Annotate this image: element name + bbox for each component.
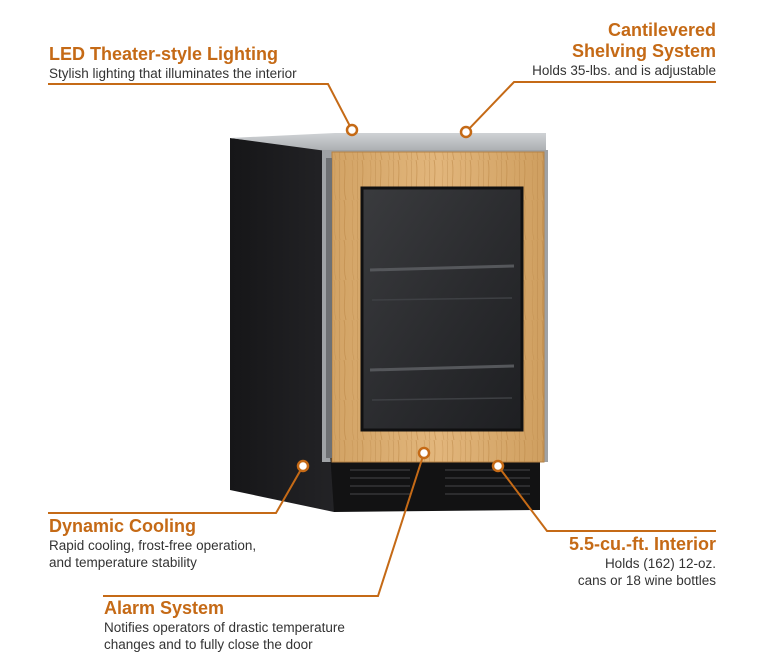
cooling-marker xyxy=(296,459,310,473)
vent-grille xyxy=(350,469,530,495)
callout-shelving: Cantilevered Shelving System Holds 35-lb… xyxy=(532,20,716,79)
led-lighting-desc: Stylish lighting that illuminates the in… xyxy=(49,66,297,81)
cabinet-side xyxy=(230,138,334,512)
alarm-desc-line2: changes and to fully close the door xyxy=(104,637,313,652)
alarm-marker xyxy=(417,446,431,460)
shelving-leader xyxy=(465,81,716,133)
shelving-desc: Holds 35-lbs. and is adjustable xyxy=(532,63,716,78)
led-lighting-title: LED Theater-style Lighting xyxy=(49,44,279,64)
callout-alarm-system: Alarm System Notifies operators of drast… xyxy=(104,598,345,653)
callout-interior: 5.5-cu.-ft. Interior Holds (162) 12-oz. … xyxy=(569,534,716,589)
leader-markers xyxy=(296,123,505,473)
cooling-leader xyxy=(48,465,304,514)
interior-title: 5.5-cu.-ft. Interior xyxy=(568,534,716,554)
interior-shelves xyxy=(369,264,515,372)
cooling-title: Dynamic Cooling xyxy=(49,516,197,536)
interior-marker xyxy=(491,459,505,473)
shelving-title-line1: Cantilevered xyxy=(607,20,716,40)
cooling-desc-line1: Rapid cooling, frost-free operation, xyxy=(49,538,257,553)
cooling-desc-line2: and temperature stability xyxy=(49,555,197,570)
interior-desc-line2: cans or 18 wine bottles xyxy=(577,573,716,588)
callout-led-lighting: LED Theater-style Lighting Stylish light… xyxy=(49,44,297,82)
alarm-leader xyxy=(103,452,425,597)
led-leader xyxy=(48,83,353,131)
interior-leader xyxy=(497,465,716,532)
alarm-title: Alarm System xyxy=(104,598,225,618)
interior-desc-line1: Holds (162) 12-oz. xyxy=(604,556,716,571)
leader-lines xyxy=(48,81,716,597)
shelving-title-line2: Shelving System xyxy=(571,41,716,61)
cabinet-base xyxy=(330,452,540,512)
glass-window xyxy=(360,186,524,432)
led-marker xyxy=(345,123,359,137)
alarm-desc-line1: Notifies operators of drastic temperatur… xyxy=(104,620,345,635)
callout-dynamic-cooling: Dynamic Cooling Rapid cooling, frost-fre… xyxy=(49,516,256,571)
shelving-marker xyxy=(459,125,473,139)
